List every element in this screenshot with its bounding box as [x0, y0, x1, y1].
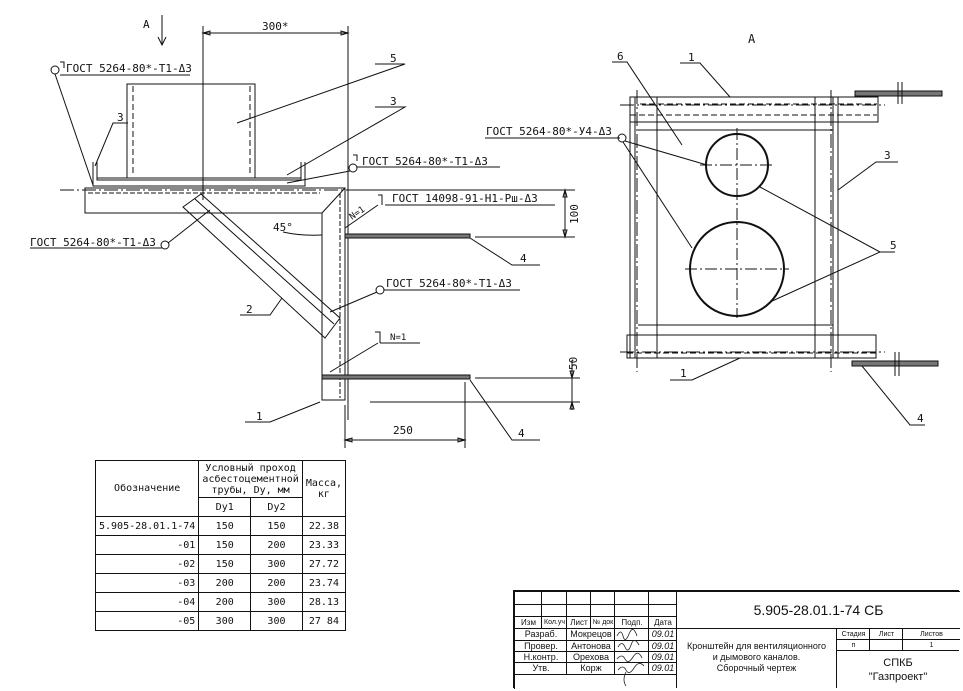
header-ndok: № док	[590, 616, 615, 629]
position-5-view-a: 5	[890, 239, 897, 252]
position-5: 5	[390, 52, 397, 65]
position-3-left: 3	[117, 111, 124, 124]
signatures	[616, 629, 645, 687]
header-data: Дата	[648, 616, 677, 629]
position-2: 2	[246, 303, 253, 316]
weld-callout-3: ГОСТ 14098-91-Н1-Рш-Δ3	[392, 192, 538, 205]
document-code: 5.905-28.01.1-74 СБ	[676, 591, 960, 629]
view-a-title: А	[748, 32, 756, 46]
position-3-view-a: 3	[884, 149, 891, 162]
view-a: А ГОСТ 5264-80*-У4-Δ3 6 1 3 5 1 4	[485, 32, 943, 426]
header-dy1: Dy1	[198, 497, 252, 517]
bracket-part-1	[84, 187, 346, 401]
view-arrow-icon	[157, 15, 167, 47]
drawing-title: Кронштейн для вентиляционного и дымового…	[676, 628, 836, 688]
bar-part-4-upper	[344, 233, 471, 239]
position-6: 6	[617, 50, 624, 63]
sheet-label: Лист	[869, 628, 903, 640]
header-kol: Кол.уч	[541, 616, 567, 629]
position-4-upper: 4	[520, 252, 527, 265]
front-view: А 300* 45° 100 50 250 ГОСТ 5264-80*-Т1-Δ…	[30, 15, 581, 448]
bar-part-4-lower	[321, 374, 471, 380]
weld-callout-6: ГОСТ 5264-80*-У4-Δ3	[486, 125, 612, 138]
header-bore: Условный проход асбестоцементной трубы, …	[198, 460, 303, 498]
plate-part-3	[92, 162, 306, 187]
angle-45-label: 45°	[273, 221, 293, 234]
dimension-100	[350, 188, 575, 239]
position-1: 1	[256, 410, 263, 423]
weld-callout-2: ГОСТ 5264-80*-Т1-Δ3	[362, 155, 488, 168]
sheets-value: 1	[902, 639, 960, 651]
dimension-250	[343, 382, 467, 448]
position-3-right: 3	[390, 95, 397, 108]
variants-table: Обозначение Условный проход асбестоцемен…	[94, 460, 347, 631]
stage-value: п	[836, 639, 870, 651]
angle-arc	[282, 231, 323, 236]
position-4-lower: 4	[518, 427, 525, 440]
dimension-50-label: 50	[567, 357, 580, 370]
brace-part-2	[182, 193, 341, 339]
position-1-bottom: 1	[680, 367, 687, 380]
sheets-label: Листов	[902, 628, 960, 640]
dimension-250-label: 250	[393, 424, 413, 437]
header-list: Лист	[566, 616, 591, 629]
header-izm: Изм	[514, 616, 542, 629]
weld-callout-5: ГОСТ 5264-80*-Т1-Δ3	[386, 277, 512, 290]
view-a-marker: А	[143, 18, 150, 31]
dimension-50	[370, 360, 580, 410]
dimension-100-label: 100	[568, 204, 581, 224]
header-podp: Подп.	[614, 616, 649, 629]
header-designation: Обозначение	[94, 460, 200, 517]
weld-callout-1: ГОСТ 5264-80*-Т1-Δ3	[66, 62, 192, 75]
weld-count-lower: N=1	[390, 333, 406, 343]
position-4-view-a: 4	[917, 412, 924, 425]
organization: СПКБ "Газпроект"	[836, 650, 959, 688]
dimension-300-label: 300*	[262, 20, 289, 33]
pipe-part-5	[126, 83, 256, 179]
header-dy2: Dy2	[250, 497, 303, 517]
header-mass: Масса, кг	[301, 460, 347, 517]
stage-label: Стадия	[836, 628, 870, 640]
frame-outline	[629, 96, 839, 359]
title-block: Изм Кол.уч Лист № док Подп. Дата Разраб.…	[513, 590, 960, 689]
position-1-top: 1	[688, 51, 695, 64]
weld-callout-4: ГОСТ 5264-80*-Т1-Δ3	[30, 236, 156, 249]
